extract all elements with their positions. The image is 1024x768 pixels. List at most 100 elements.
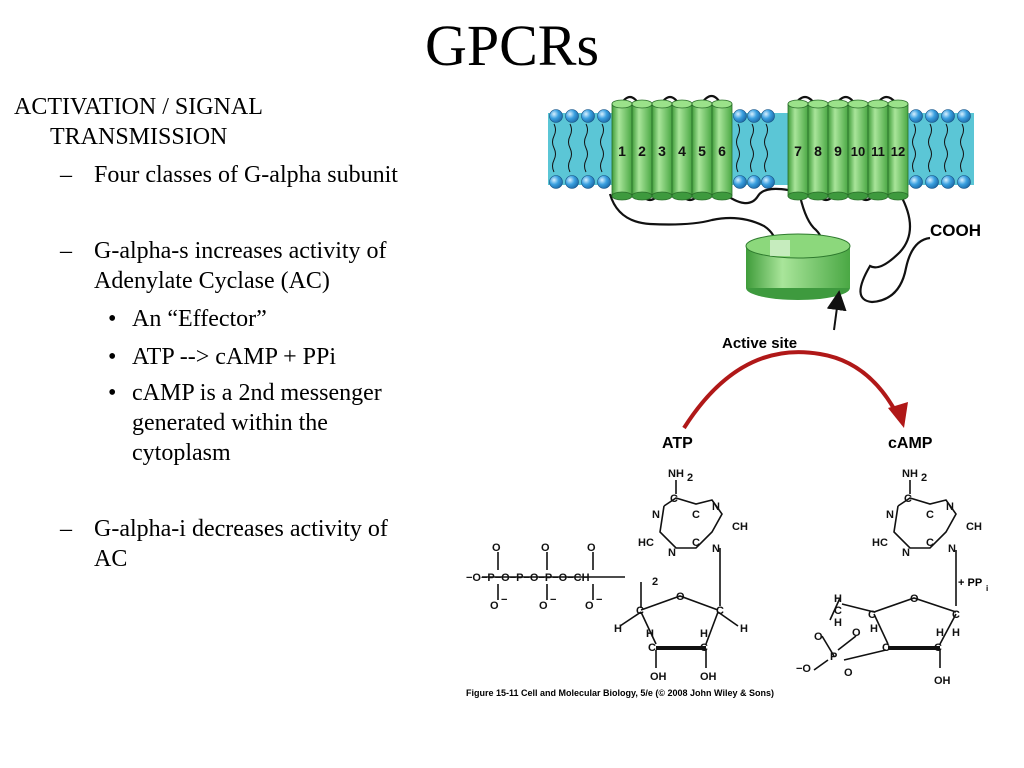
lipid-head [957, 175, 971, 189]
helix-label: 12 [891, 144, 905, 159]
lipid-tail [736, 123, 740, 173]
lipid-tail [600, 123, 604, 173]
svg-text:N: N [712, 501, 720, 513]
helix-cap [867, 99, 889, 109]
svg-text:HC: HC [872, 537, 888, 549]
helix-cap [631, 191, 653, 201]
svg-text:OH: OH [650, 671, 667, 683]
svg-text:C: C [636, 605, 644, 617]
helix-cap [847, 99, 869, 109]
lipid-head [909, 175, 923, 189]
lipid-head [925, 109, 939, 123]
sub-bullet-messenger-line-1: cAMP is a 2nd messenger [132, 380, 382, 406]
helix-cap [827, 99, 849, 109]
svg-text:O: O [676, 591, 685, 603]
helix-label: 11 [871, 144, 885, 159]
svg-text:−: − [501, 594, 507, 606]
helix-label: 3 [658, 143, 666, 159]
svg-text:N: N [946, 501, 954, 513]
svg-text:C: C [692, 509, 700, 521]
svg-text:C: C [670, 493, 678, 505]
svg-text:C: C [692, 537, 700, 549]
svg-text:C: C [716, 605, 724, 617]
lipid-tail [912, 123, 916, 173]
lipid-head [925, 175, 939, 189]
svg-text:H: H [952, 627, 960, 639]
helix-cap [807, 191, 829, 201]
svg-text:−O−P−O−P−O−P−O−CH: −O−P−O−P−O−P−O−CH [466, 572, 590, 584]
helix-cap [611, 99, 633, 109]
svg-text:O: O [585, 600, 594, 612]
catalytic-domain [745, 233, 851, 300]
helix-cap [631, 99, 653, 109]
svg-text:C: C [926, 509, 934, 521]
ppi-subscript: i [986, 584, 988, 593]
helix-label: 8 [814, 143, 822, 159]
svg-text:O: O [539, 600, 548, 612]
lipid-head [549, 175, 563, 189]
svg-text:N: N [902, 547, 910, 559]
helix-cap [711, 99, 733, 109]
lipid-tail [584, 123, 588, 173]
helix-cap [827, 191, 849, 201]
svg-text:C: C [868, 609, 876, 621]
svg-text:H: H [870, 623, 878, 635]
lipid-tail [750, 123, 754, 173]
dot-marker: • [108, 306, 117, 332]
heading-line-2: TRANSMISSION [50, 124, 228, 150]
lipid-tail [960, 123, 964, 173]
active-site-label: Active site [722, 335, 797, 352]
helix-cap [671, 99, 693, 109]
svg-text:CH: CH [966, 521, 982, 533]
active-site-pointer [826, 290, 847, 331]
svg-text:OH: OH [934, 675, 951, 687]
dot-marker: • [108, 344, 117, 370]
lipid-head [597, 175, 611, 189]
sub-bullet-atp-camp: ATP --> cAMP + PPi [132, 344, 336, 370]
helix-cap [651, 99, 673, 109]
svg-text:HC: HC [638, 537, 654, 549]
bullet-g-alpha-i-line-2: AC [94, 546, 128, 572]
lipid-head [581, 109, 595, 123]
svg-text:O: O [852, 627, 861, 639]
lipid-head [941, 175, 955, 189]
ppi-label: + PP [958, 577, 982, 589]
svg-text:O: O [844, 667, 853, 679]
svg-text:2: 2 [687, 472, 693, 484]
sub-bullet-messenger-line-2: generated within the [132, 410, 328, 436]
atp-structure [482, 480, 739, 668]
lipid-head [549, 109, 563, 123]
svg-text:C: C [834, 605, 842, 617]
helix-label: 9 [834, 143, 842, 159]
helix-label: 6 [718, 143, 726, 159]
lipid-tail [928, 123, 932, 173]
helix-label: 5 [698, 143, 706, 159]
camp-structure [813, 480, 957, 671]
svg-text:O: O [587, 542, 596, 554]
svg-text:N: N [668, 547, 676, 559]
helix-cap [651, 191, 673, 201]
svg-text:−O: −O [796, 663, 811, 675]
dash-marker: – [60, 238, 72, 264]
helix-cap [787, 191, 809, 201]
bullet-g-alpha-i-line-1: G-alpha-i decreases activity of [94, 516, 388, 542]
svg-text:N: N [886, 509, 894, 521]
lipid-tail [944, 123, 948, 173]
sub-bullet-effector: An “Effector” [132, 306, 267, 332]
svg-text:2: 2 [652, 576, 658, 588]
lipid-head [747, 175, 761, 189]
svg-text:−: − [596, 594, 602, 606]
lipid-tail [568, 123, 572, 173]
lipid-tail [764, 123, 768, 173]
helix-cap [691, 99, 713, 109]
svg-text:O: O [910, 593, 919, 605]
helix-cap [887, 99, 909, 109]
svg-text:2: 2 [921, 472, 927, 484]
lipid-head [761, 109, 775, 123]
svg-text:C: C [952, 609, 960, 621]
svg-text:H: H [614, 623, 622, 635]
dash-marker: – [60, 162, 72, 188]
